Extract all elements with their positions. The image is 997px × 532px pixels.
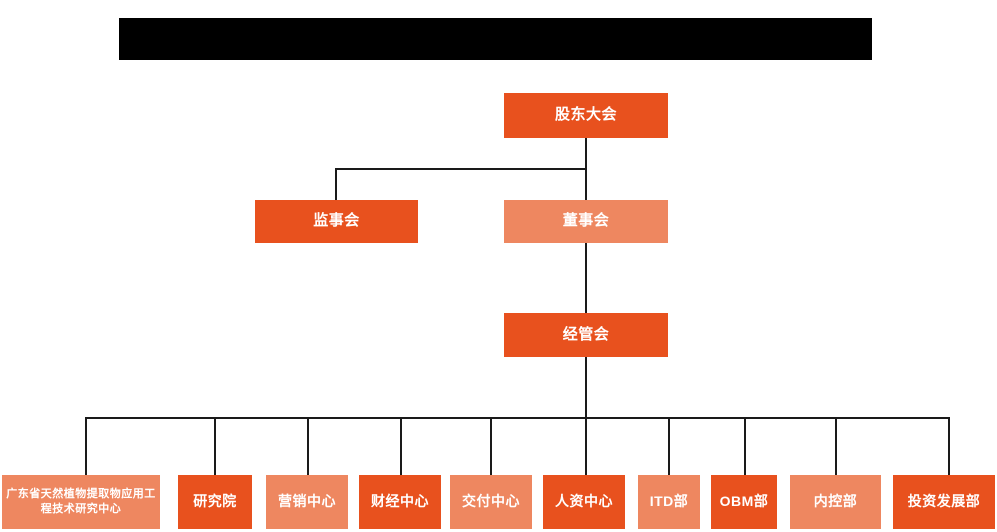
connector-shareholders-down <box>585 138 587 243</box>
node-dept-research-center-natural-plant-extracts[interactable]: 广东省天然植物提取物应用工程技术研究中心 <box>2 475 160 529</box>
node-shareholders-meeting[interactable]: 股东大会 <box>504 93 668 138</box>
node-dept-delivery-center[interactable]: 交付中心 <box>450 475 532 529</box>
node-label: 监事会 <box>313 212 360 230</box>
node-dept-marketing-center[interactable]: 营销中心 <box>266 475 348 529</box>
connector-drop-dept-3 <box>307 417 309 475</box>
connector-directors-to-management <box>585 243 587 313</box>
connector-drop-dept-4 <box>400 417 402 475</box>
node-label: 广东省天然植物提取物应用工程技术研究中心 <box>6 488 156 515</box>
connector-drop-dept-7 <box>668 417 670 475</box>
node-label: 交付中心 <box>462 493 520 510</box>
node-dept-itd[interactable]: ITD部 <box>638 475 700 529</box>
node-board-of-supervisors[interactable]: 监事会 <box>255 200 418 243</box>
redacted-title-text <box>119 18 872 60</box>
redacted-title-banner <box>119 18 872 60</box>
node-label: 财经中心 <box>371 493 429 510</box>
connector-supervisors-drop <box>335 168 337 200</box>
node-dept-internal-control[interactable]: 内控部 <box>790 475 881 529</box>
node-dept-research-institute[interactable]: 研究院 <box>178 475 252 529</box>
connector-department-bus <box>85 417 949 419</box>
node-label: 内控部 <box>813 493 858 510</box>
connector-drop-dept-10 <box>948 417 950 475</box>
node-dept-obm[interactable]: OBM部 <box>711 475 777 529</box>
node-label: 董事会 <box>562 212 610 230</box>
node-dept-human-resources-center[interactable]: 人资中心 <box>543 475 625 529</box>
node-label: 研究院 <box>193 493 237 510</box>
connector-drop-dept-6 <box>585 417 587 475</box>
node-label: ITD部 <box>649 493 689 510</box>
connector-drop-dept-8 <box>744 417 746 475</box>
connector-drop-dept-1 <box>85 417 87 475</box>
node-label: 股东大会 <box>554 106 617 124</box>
connector-drop-dept-9 <box>835 417 837 475</box>
node-management-committee[interactable]: 经管会 <box>504 313 668 357</box>
node-board-of-directors[interactable]: 董事会 <box>504 200 668 243</box>
node-dept-finance-center[interactable]: 财经中心 <box>359 475 441 529</box>
node-label: 人资中心 <box>555 493 613 510</box>
node-label: OBM部 <box>719 493 769 510</box>
node-label: 经管会 <box>562 325 610 343</box>
connector-level2-bus <box>335 168 587 170</box>
connector-drop-dept-5 <box>490 417 492 475</box>
connector-drop-dept-2 <box>214 417 216 475</box>
connector-management-down <box>585 357 587 418</box>
node-label: 营销中心 <box>278 493 336 510</box>
node-label: 投资发展部 <box>907 493 981 510</box>
node-dept-investment-development[interactable]: 投资发展部 <box>893 475 995 529</box>
